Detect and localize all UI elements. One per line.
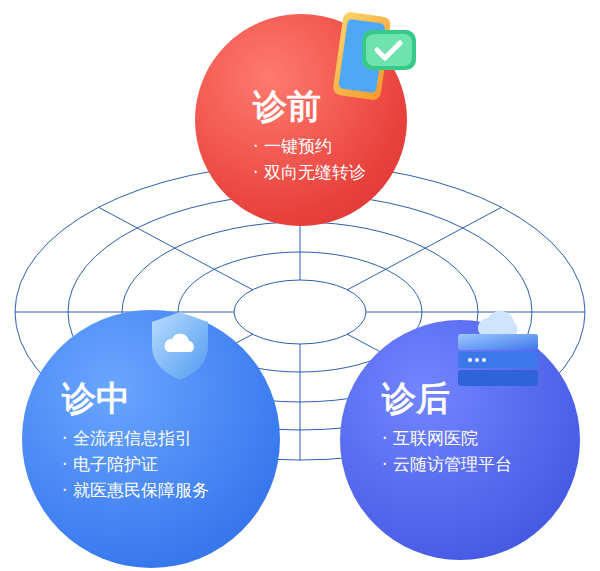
- service-item: · 云随访管理平台: [382, 451, 512, 477]
- stage-heading: 诊前: [253, 86, 366, 127]
- stage-circle: 诊中 · 全流程信息指引· 电子陪护证· 就医惠民保障服务: [22, 310, 280, 568]
- service-item: · 一键预约: [253, 133, 366, 159]
- service-item: · 双向无缝转诊: [253, 159, 366, 185]
- stage-circle: 诊后 · 互联网医院· 云随访管理平台: [340, 320, 580, 560]
- service-item: · 电子陪护证: [62, 451, 209, 477]
- stage-circle: 诊前 · 一键预约· 双向无缝转诊: [195, 14, 407, 226]
- service-item: · 就医惠民保障服务: [62, 477, 209, 503]
- service-item: · 全流程信息指引: [62, 425, 209, 451]
- stage-heading: 诊后: [382, 378, 512, 419]
- stage-heading: 诊中: [62, 378, 209, 419]
- service-item: · 互联网医院: [382, 425, 512, 451]
